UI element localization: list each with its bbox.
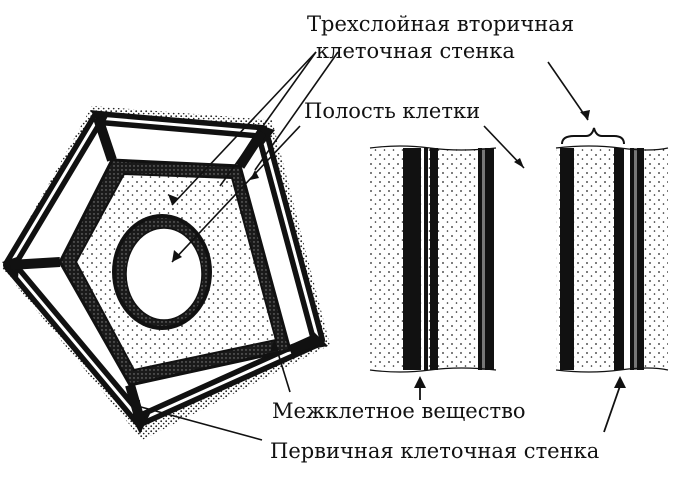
leader-arrowheads [130, 110, 626, 410]
leader-lines [129, 51, 589, 441]
wall-junction-lines [9, 116, 320, 422]
secondary-wall-brace [561, 127, 625, 145]
label-middle-lamella: Межклетное вещество [272, 399, 526, 423]
section-arrows [419, 385, 621, 433]
label-primary-wall: Первичная клеточная стенка [270, 439, 599, 463]
label-secondary-wall-line1: Трехслойная вторичная [307, 12, 574, 36]
longitudinal-section-middle [369, 145, 497, 373]
label-secondary-wall-line2: клеточная стенка [316, 39, 515, 63]
label-cell-cavity: Полость клетки [304, 99, 480, 123]
middle-lamella-line [8, 116, 320, 422]
longitudinal-section-right [555, 145, 669, 373]
cell-cross-section [2, 106, 330, 440]
